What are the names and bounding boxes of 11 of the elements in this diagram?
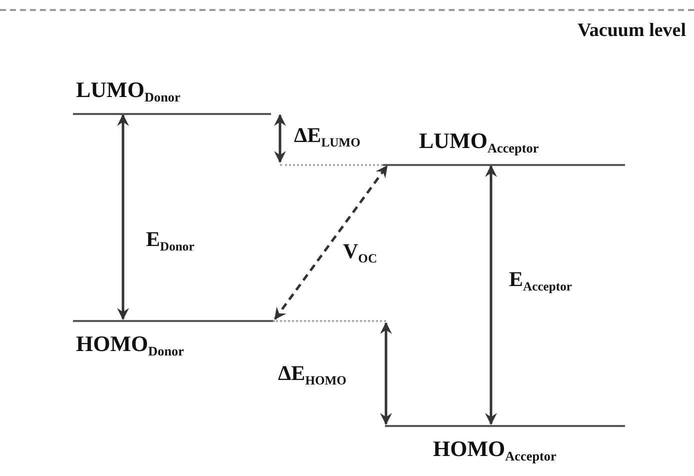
level-label: Vacuum level: [577, 19, 686, 42]
double-arrow: [117, 114, 129, 320]
energy-level: [385, 425, 625, 464]
level-label: LUMO$_{Donor}$: [76, 78, 180, 106]
dashed-arrow: [274, 165, 388, 320]
double-arrow: [485, 165, 497, 425]
double-arrow: [274, 114, 286, 163]
level-label: LUMO$_{Acceptor}$: [419, 128, 539, 158]
level-label: HOMO$_{Acceptor}$: [433, 435, 556, 464]
double-arrow: [380, 322, 392, 425]
level-label: HOMO$_{Donor}$: [76, 330, 184, 360]
